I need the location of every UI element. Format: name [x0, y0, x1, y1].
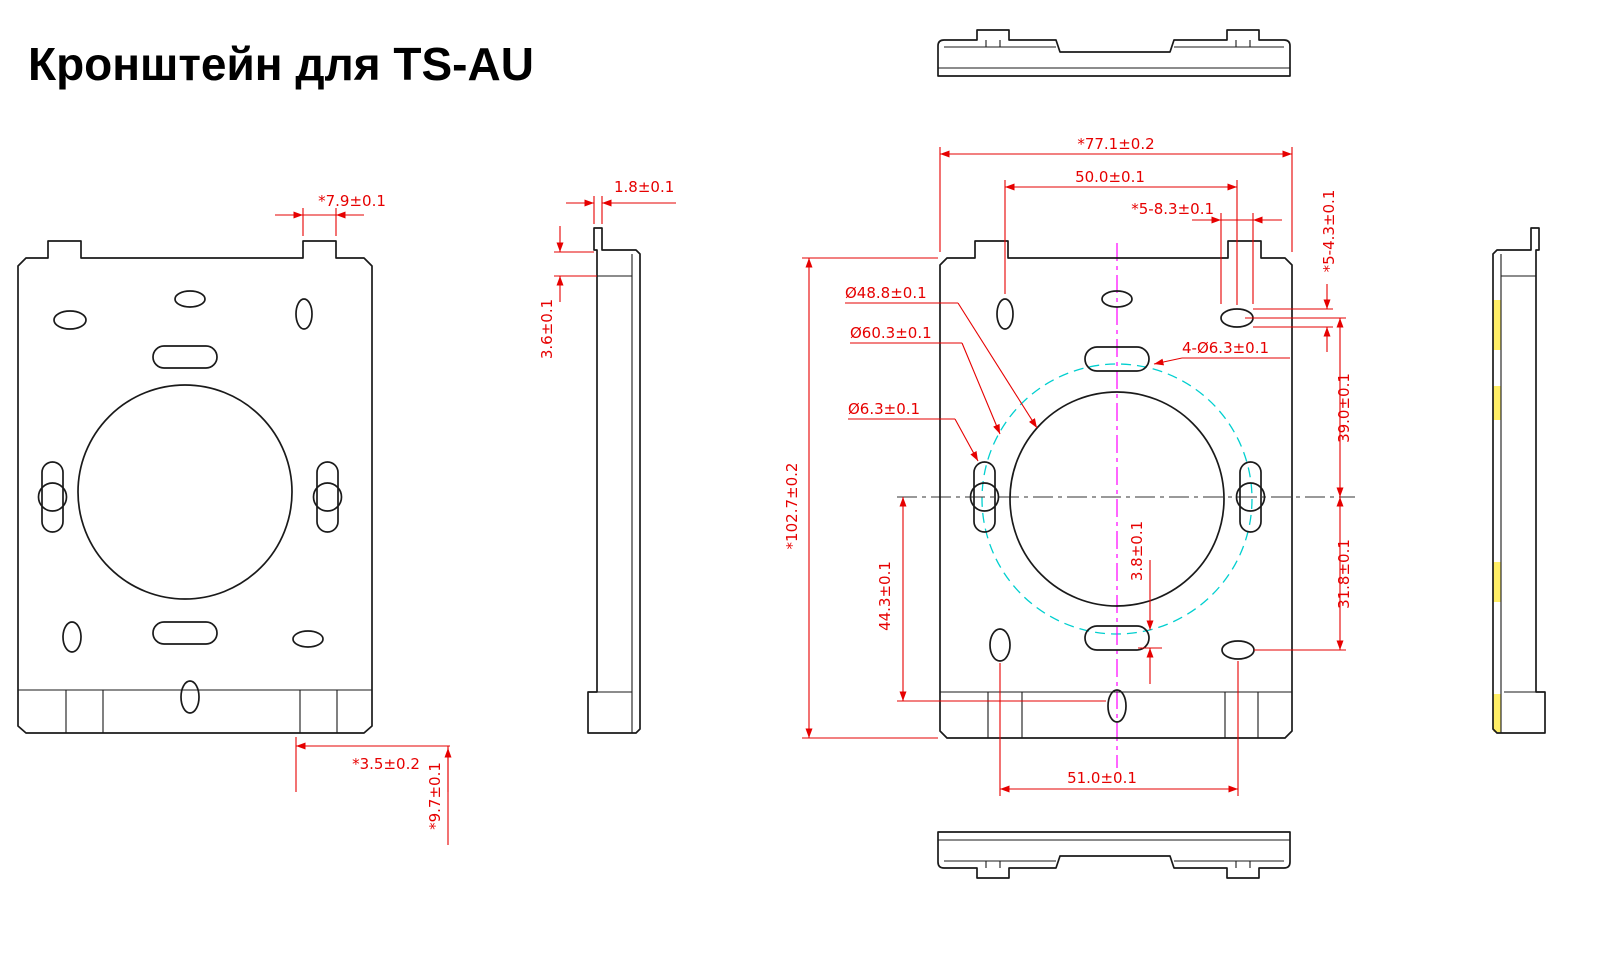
dim-dia-bolt-circle: Ø60.3±0.1 [850, 324, 932, 342]
front-slot-top-right [295, 298, 313, 330]
leader-arrow-dia-keyhole [954, 418, 979, 462]
dim-front-tab-width: *7.9±0.1 [318, 192, 386, 210]
top-view [937, 29, 1291, 77]
main-slot-bottom-center [1107, 689, 1127, 723]
ext-slot-length [1220, 213, 1254, 304]
main-keyhole-left [973, 461, 996, 533]
highlight-strip-1 [1493, 300, 1501, 350]
leader-arrow-dia-bolt-circle [961, 342, 1001, 435]
highlight-strip-3 [1493, 562, 1501, 602]
dim-lower-offset-left: 44.3±0.1 [876, 561, 894, 631]
front-feet-lines [65, 690, 338, 733]
bottom-view [937, 831, 1291, 879]
side-view-right [1492, 227, 1546, 734]
ext-bottom-pitch [999, 661, 1239, 796]
main-slot-top-center [1101, 290, 1133, 308]
front-slot-top-left [53, 310, 87, 330]
highlight-strip-2 [1493, 386, 1501, 420]
leader-arrow-four-holes [1153, 357, 1183, 366]
front-outline [17, 240, 373, 734]
side-right-inner-lines [1500, 254, 1545, 733]
main-slot-bottom-right [1221, 640, 1255, 660]
front-view: *7.9±0.1 *3.5±0.2 *9.7±0.1 [17, 192, 452, 845]
dim-slot-width: *5-4.3±0.1 [1320, 190, 1338, 273]
main-keyhole-right [1239, 461, 1262, 533]
dim-lower-offset-right: 31.8±0.1 [1335, 539, 1353, 609]
dim-four-holes: 4-Ø6.3±0.1 [1182, 339, 1269, 357]
side-left-outline [587, 227, 641, 734]
front-center-hole [77, 384, 293, 600]
main-slot-bottom-left [989, 628, 1011, 662]
front-slot-top-center [174, 290, 206, 308]
page-title: Кронштейн для TS-AU [28, 38, 534, 90]
top-view-inner-lines [938, 40, 1290, 69]
side-right-outline [1492, 227, 1546, 734]
side-left-inner-lines [588, 254, 633, 733]
dim-side-thickness: 1.8±0.1 [614, 178, 674, 196]
dim-slot-length: *5-8.3±0.1 [1131, 200, 1214, 218]
front-slot-lower [152, 621, 218, 645]
bottom-view-outline [937, 831, 1291, 879]
dim-overall-width: *77.1±0.2 [1077, 135, 1154, 153]
front-keyhole-left [41, 461, 64, 533]
front-slot-bottom-left [62, 621, 82, 653]
highlight-strip-4 [1493, 694, 1501, 732]
front-tab-ext-lines [302, 208, 337, 236]
dim-top-pitch: 50.0±0.1 [1075, 168, 1145, 186]
dim-overall-height: *102.7±0.2 [783, 463, 801, 550]
ext-top-pitch [1004, 180, 1238, 305]
main-keyhole-left-circle [969, 482, 1000, 512]
front-slot-bottom-right [292, 630, 324, 648]
dim-front-foot-height: *9.7±0.1 [426, 762, 444, 830]
main-slot-upper [1084, 346, 1150, 372]
dim-slot-offset: 3.8±0.1 [1128, 521, 1146, 581]
main-center-hole [1009, 391, 1225, 607]
main-feet-lines [987, 692, 1259, 738]
main-slot-lower [1084, 625, 1150, 651]
dim-bottom-pitch: 51.0±0.1 [1067, 769, 1137, 787]
front-slot-bottom-center [180, 680, 200, 714]
front-keyhole-right-circle [312, 482, 343, 512]
top-view-outline [937, 29, 1291, 77]
leader-arrow-dia-center-hole [957, 302, 1038, 429]
front-keyhole-left-circle [37, 482, 68, 512]
side-step-ext [554, 251, 597, 277]
main-keyhole-right-circle [1235, 482, 1266, 512]
front-slot-upper [152, 345, 218, 369]
dim-dia-keyhole: Ø6.3±0.1 [848, 400, 920, 418]
side-thickness-ext [593, 196, 603, 224]
ext-overall-width [939, 147, 1293, 252]
dim-front-foot-offset: *3.5±0.2 [352, 755, 420, 773]
main-outline [939, 240, 1293, 739]
dim-side-step: 3.6±0.1 [538, 299, 556, 359]
dim-dia-center-hole: Ø48.8±0.1 [845, 284, 927, 302]
front-keyhole-right [316, 461, 339, 533]
ext-slot-width [1253, 308, 1333, 328]
bottom-view-inner-lines [938, 839, 1290, 868]
main-view: *77.1±0.2 50.0±0.1 *5-8.3±0.1 *5-4.3±0.1… [783, 135, 1355, 796]
ext-overall-height [802, 257, 938, 739]
side-view-left: 1.8±0.1 3.6±0.1 [538, 178, 676, 734]
main-slot-top-left [996, 298, 1014, 330]
dim-upper-offset: 39.0±0.1 [1335, 373, 1353, 443]
